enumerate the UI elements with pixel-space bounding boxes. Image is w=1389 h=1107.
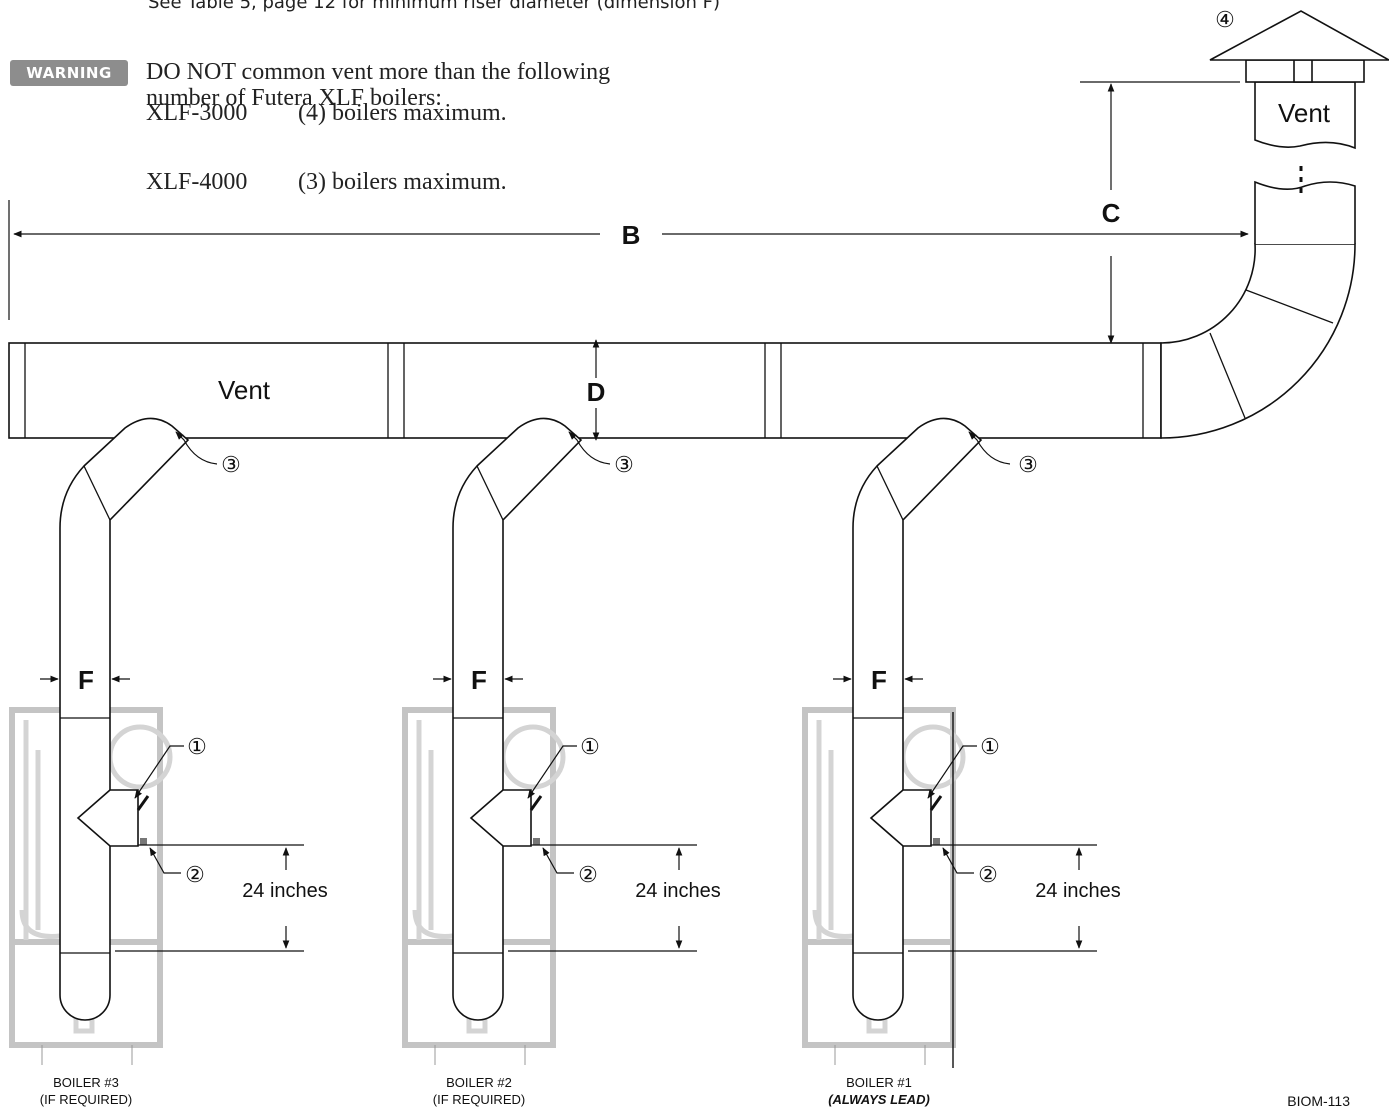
riser-pipe — [452, 417, 583, 1021]
warning-line-2: number of Futera XLF boilers: — [146, 85, 442, 111]
warning-limit-xlf3000: (4) boilers maximum. — [298, 100, 507, 126]
boiler-1-note: (ALWAYS LEAD) — [828, 1092, 930, 1107]
boiler-3-name: BOILER #3 — [53, 1075, 119, 1090]
warning-limit-xlf4000: (3) boilers maximum. — [298, 169, 507, 195]
dimension-f-label: F — [471, 665, 487, 695]
boiler-3-note: (IF REQUIRED) — [40, 1092, 132, 1107]
callout-1: ① — [580, 734, 600, 759]
warning-model-xlf3000: XLF-3000 — [146, 100, 248, 126]
dimension-24-inches: 24 inches — [635, 880, 721, 902]
warning-model-xlf4000: XLF-4000 — [146, 169, 248, 195]
barometric-damper — [469, 789, 532, 847]
riser-pipe — [59, 417, 190, 1021]
callout-3: ③ — [1018, 452, 1038, 477]
dimension-f-label: F — [871, 665, 887, 695]
callout-4-vent-terminal: ④ — [1215, 7, 1235, 32]
callout-2: ② — [578, 862, 598, 887]
dimension-d-label: D — [587, 377, 606, 407]
figure-code: BIOM-113 — [1287, 1093, 1350, 1107]
vent-cap-pipe — [1254, 81, 1356, 150]
dimension-f-label: F — [78, 665, 94, 695]
vent-terminal-cap — [1209, 10, 1389, 61]
callout-3: ③ — [614, 452, 634, 477]
main-vent-label: Vent — [218, 375, 271, 405]
cap-vent-label: Vent — [1278, 98, 1331, 128]
warning-line-1: DO NOT common vent more than the followi… — [146, 59, 611, 85]
horizontal-vent-pipe — [8, 342, 1162, 439]
callout-1: ① — [187, 734, 207, 759]
vent-elbow — [1160, 243, 1356, 439]
boiler-3-assembly: F ③ ① ② 24 inches BOILER #3 (IF REQUIRED… — [12, 417, 328, 1107]
riser-pipe — [852, 417, 983, 1021]
callout-1: ① — [980, 734, 1000, 759]
boiler-2-assembly: F ③ ① ② 24 inches BOILER #2 (IF REQUIRED… — [405, 417, 721, 1107]
vertical-vent-section — [1254, 180, 1356, 244]
barometric-damper — [76, 789, 139, 847]
barometric-damper — [869, 789, 932, 847]
callout-2: ② — [978, 862, 998, 887]
dimension-24-inches: 24 inches — [242, 880, 328, 902]
dimension-b-label: B — [622, 220, 641, 250]
warning-badge: WARNING — [10, 60, 128, 86]
callout-2: ② — [185, 862, 205, 887]
callout-3: ③ — [221, 452, 241, 477]
boiler-2-note: (IF REQUIRED) — [433, 1092, 525, 1107]
boiler-1-name: BOILER #1 — [846, 1075, 912, 1090]
boiler-2-name: BOILER #2 — [446, 1075, 512, 1090]
boiler-1-assembly: F ③ ① ② 24 inches BOILER #1 (ALWAYS LEAD… — [805, 417, 1121, 1107]
dimension-c-label: C — [1102, 198, 1121, 228]
dimension-24-inches: 24 inches — [1035, 880, 1121, 902]
table-reference-note: See Table 5, page 12 for minimum riser d… — [148, 0, 721, 13]
